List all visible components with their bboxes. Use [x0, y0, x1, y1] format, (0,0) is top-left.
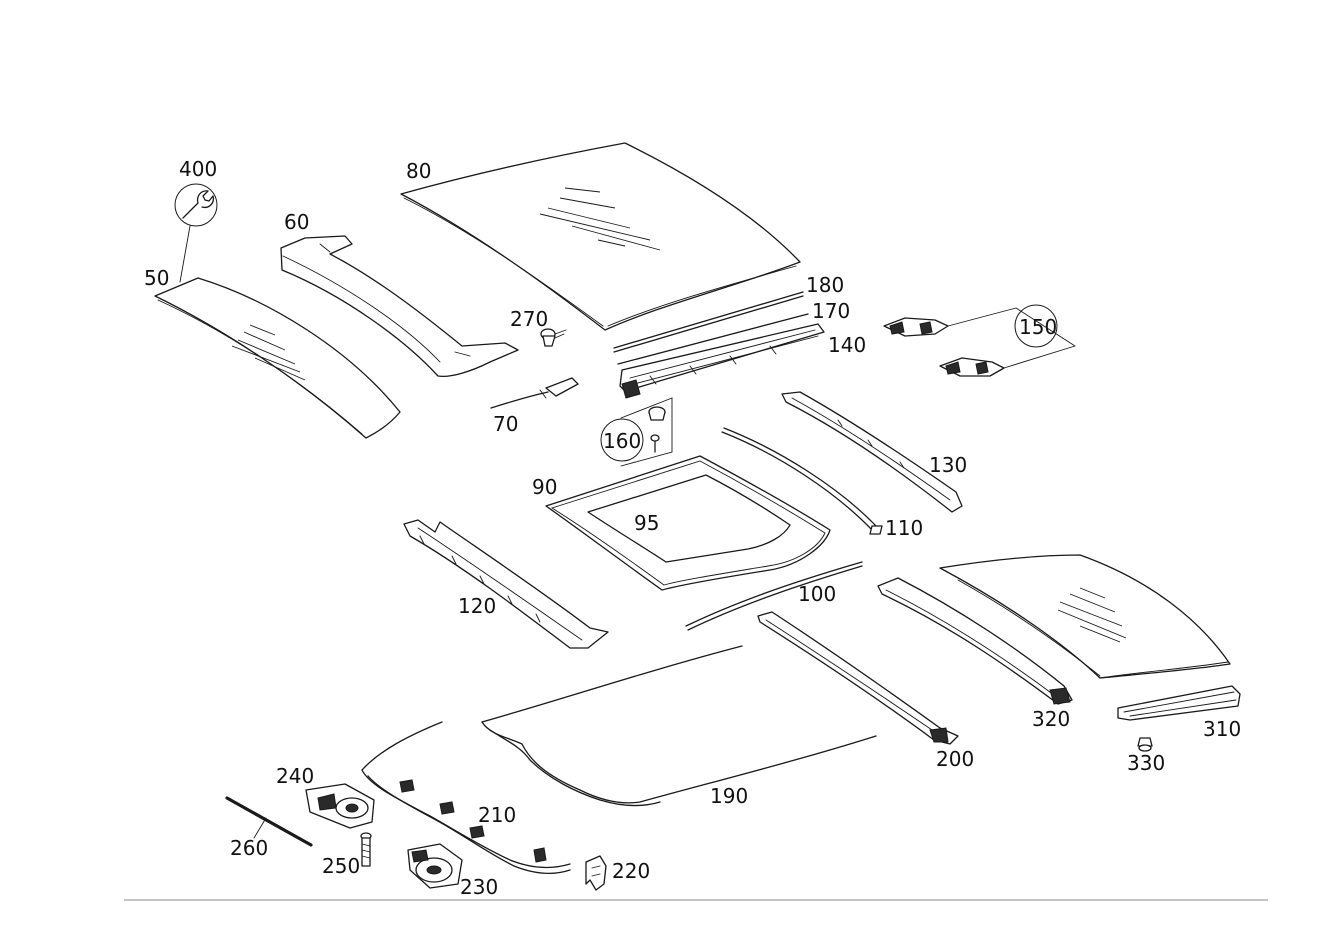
- part-150[interactable]: 150: [883, 304, 1076, 377]
- part-180[interactable]: 180: [613, 273, 844, 353]
- part-label-190: 190: [710, 784, 748, 808]
- part-170[interactable]: 170: [617, 299, 850, 365]
- part-label-60: 60: [284, 210, 309, 234]
- part-400[interactable]: 400: [174, 157, 218, 283]
- part-150-circle: [1014, 304, 1058, 348]
- part-label-400: 400: [179, 157, 217, 181]
- part-label-120: 120: [458, 594, 496, 618]
- part-70[interactable]: 70: [490, 377, 579, 436]
- part-160[interactable]: 160: [600, 397, 673, 467]
- part-label-330: 330: [1127, 751, 1165, 775]
- part-240[interactable]: 240: [276, 764, 375, 829]
- wrench-icon: [182, 190, 215, 219]
- part-80[interactable]: 80: [400, 142, 801, 331]
- rear-glass-panel: [939, 554, 1231, 679]
- part-label-250: 250: [322, 854, 360, 878]
- part-80-glass-hatch: [539, 187, 661, 251]
- part-label-70: 70: [493, 412, 518, 436]
- part-label-110: 110: [885, 516, 923, 540]
- part-150-leaders: [947, 307, 1076, 369]
- part-160-bracket: [620, 397, 673, 467]
- part-100[interactable]: 100: [685, 561, 863, 631]
- part-label-270: 270: [510, 307, 548, 331]
- part-310[interactable]: 310: [1117, 685, 1241, 741]
- part-label-170: 170: [812, 299, 850, 323]
- part-140[interactable]: 140: [619, 323, 866, 399]
- part-60[interactable]: 60: [280, 210, 519, 378]
- part-330[interactable]: 330: [1127, 737, 1165, 775]
- part-220[interactable]: 220: [585, 855, 650, 891]
- part-50[interactable]: 50: [144, 266, 401, 439]
- part-110[interactable]: 110: [721, 427, 923, 540]
- part-label-130: 130: [929, 453, 967, 477]
- part-label-220: 220: [612, 859, 650, 883]
- part-400-circle: [174, 183, 218, 227]
- part-label-260: 260: [230, 836, 268, 860]
- part-label-230: 230: [460, 875, 498, 899]
- part-130[interactable]: 130: [781, 391, 967, 513]
- part-190[interactable]: 190: [481, 645, 877, 808]
- part-160-circle: [600, 418, 644, 462]
- part-label-95: 95: [634, 511, 659, 535]
- part-230[interactable]: 230: [407, 843, 498, 899]
- part-label-50: 50: [144, 266, 169, 290]
- part-50-glass-hatch: [231, 324, 306, 381]
- part-250[interactable]: 250: [322, 832, 372, 878]
- part-label-150: 150: [1019, 315, 1057, 339]
- part-label-140: 140: [828, 333, 866, 357]
- part-120[interactable]: 120: [403, 519, 609, 649]
- part-label-200: 200: [936, 747, 974, 771]
- part-95[interactable]: 95: [587, 474, 791, 563]
- part-210[interactable]: 210: [361, 721, 571, 875]
- part-label-80: 80: [406, 159, 431, 183]
- part-260[interactable]: 260: [225, 796, 313, 860]
- part-label-310: 310: [1203, 717, 1241, 741]
- part-270[interactable]: 270: [510, 307, 567, 347]
- part-400-leader: [179, 225, 191, 283]
- rear-glass-hatch: [1057, 587, 1127, 643]
- part-label-240: 240: [276, 764, 314, 788]
- part-150-bracket-lower: [939, 357, 1005, 377]
- part-label-210: 210: [478, 803, 516, 827]
- part-320[interactable]: 320: [877, 577, 1073, 731]
- part-label-180: 180: [806, 273, 844, 297]
- part-200[interactable]: 200: [757, 611, 974, 771]
- part-label-100: 100: [798, 582, 836, 606]
- part-label-160: 160: [603, 429, 641, 453]
- part-label-90: 90: [532, 475, 557, 499]
- part-label-320: 320: [1032, 707, 1070, 731]
- part-150-bracket-upper: [883, 317, 949, 337]
